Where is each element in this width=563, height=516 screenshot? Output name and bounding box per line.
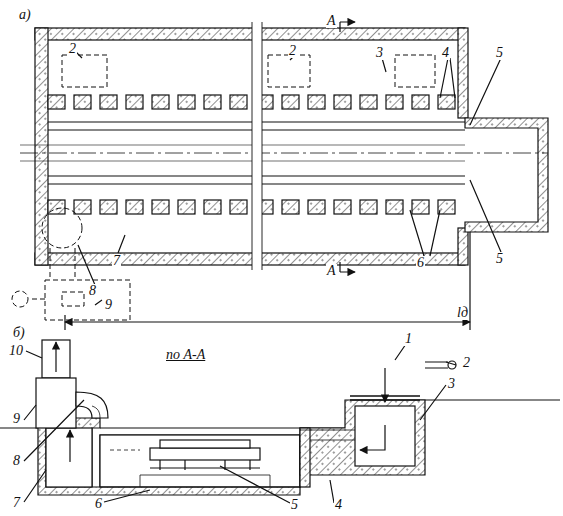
divider-block: [308, 95, 325, 109]
end-chamber: [465, 118, 548, 232]
callout-number: 3: [375, 46, 384, 60]
callout-number: 7: [112, 254, 121, 268]
divider-block: [412, 200, 429, 214]
divider-blocks: [48, 95, 455, 214]
callout-number: 2: [68, 42, 77, 56]
divider-block: [360, 95, 377, 109]
divider-block: [308, 200, 325, 214]
divider-block: [334, 200, 351, 214]
callout-number: 8: [88, 284, 97, 298]
divider-block: [282, 95, 299, 109]
divider-block: [178, 95, 195, 109]
view-label: а): [18, 8, 32, 22]
callout-number: 5: [495, 46, 504, 60]
wall: [35, 28, 48, 265]
divider-block: [438, 200, 455, 214]
divider-block: [386, 200, 403, 214]
divider-block: [74, 95, 91, 109]
divider-block: [230, 200, 247, 214]
wall: [458, 228, 468, 265]
divider-block: [126, 200, 143, 214]
divider-block: [360, 200, 377, 214]
exhaust-duct: [42, 340, 70, 378]
callout-number: 9: [12, 412, 21, 426]
section-mark: А: [326, 14, 337, 28]
callout-number: 4: [334, 498, 343, 512]
air-inlet: [268, 55, 310, 87]
callout-number: 7: [12, 496, 21, 510]
divider-block: [48, 95, 65, 109]
callout-number: 1: [404, 332, 413, 346]
callout-number: 2: [288, 44, 297, 58]
callout-number: 8: [12, 454, 21, 468]
divider-block: [204, 200, 221, 214]
duct-elbow: [76, 392, 108, 418]
divider-block: [74, 200, 91, 214]
duct-opening: [42, 208, 82, 248]
divider-block: [412, 95, 429, 109]
motor: [12, 291, 28, 307]
dimension: lд: [456, 306, 469, 320]
air-inlet: [62, 55, 107, 87]
callout-number: 9: [104, 298, 113, 312]
divider-block: [230, 95, 247, 109]
divider-block: [126, 95, 143, 109]
callout-number: 5: [495, 252, 504, 266]
callout-number: 3: [447, 377, 456, 391]
section-mark: А: [326, 264, 337, 278]
wall: [35, 28, 465, 40]
divider-block: [204, 95, 221, 109]
callout-number: 6: [416, 256, 425, 270]
divider-block: [334, 95, 351, 109]
exhaust-channel: [38, 418, 300, 495]
divider-block: [282, 200, 299, 214]
divider-block: [100, 200, 117, 214]
divider-block: [152, 95, 169, 109]
divider-block: [386, 95, 403, 109]
divider-block: [178, 200, 195, 214]
callout-number: 4: [441, 46, 450, 60]
view-label: б): [12, 326, 26, 340]
divider-block: [100, 95, 117, 109]
air-inlet: [395, 55, 435, 87]
callout-number: 10: [8, 344, 24, 358]
divider-block: [152, 200, 169, 214]
supply-channel: [300, 400, 425, 475]
wall: [35, 253, 465, 265]
view-caption: по А-А: [165, 348, 206, 362]
callout-number: 2: [462, 356, 471, 370]
callout-number: 5: [290, 498, 299, 512]
callout-number: 6: [94, 497, 103, 511]
wall: [458, 28, 468, 118]
fan: [45, 280, 130, 320]
fan: [36, 378, 76, 428]
